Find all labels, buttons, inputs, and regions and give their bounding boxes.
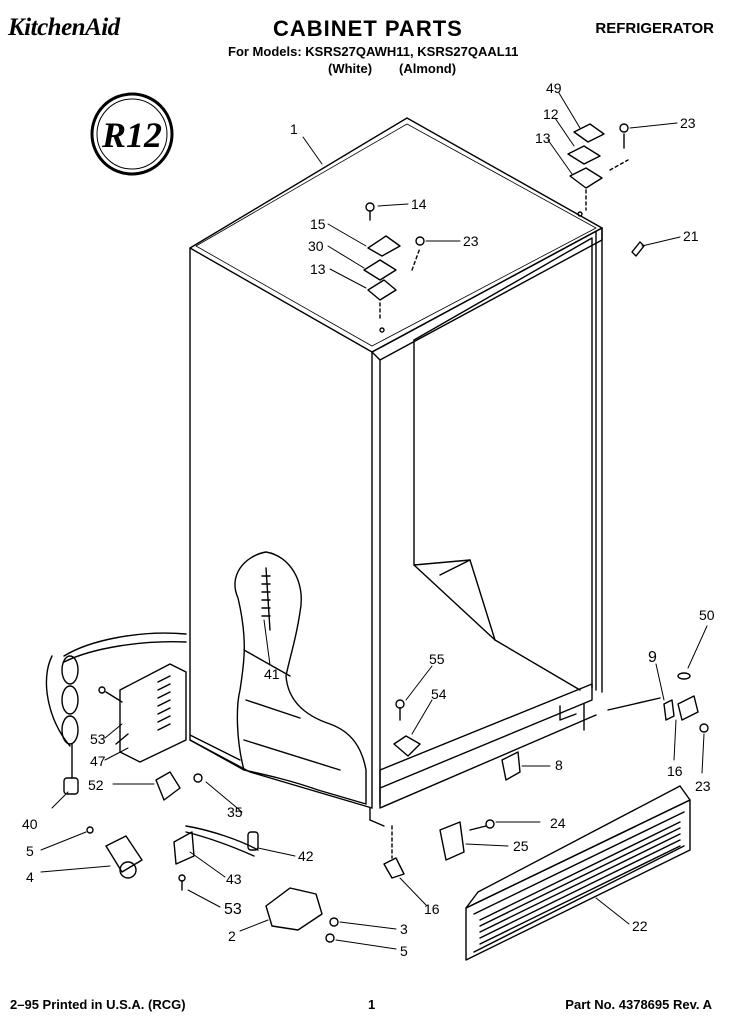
callout-5-right: 5 [400,943,408,959]
center-bottom-parts [383,699,521,879]
callout-12: 12 [543,106,559,122]
models-line: For Models: KSRS27QAWH11, KSRS27QAAL11 [228,44,519,59]
callout-25: 25 [513,838,529,854]
callout-50: 50 [699,607,715,623]
center-leaders [399,665,630,925]
callout-24: 24 [550,815,566,831]
callout-1: 1 [290,121,298,137]
callout-43: 43 [226,871,242,887]
appliance-type: REFRIGERATOR [595,20,714,37]
callout-53-lower: 53 [224,901,242,918]
callout-53-upper: 53 [90,731,106,747]
callout-4: 4 [26,869,34,885]
callout-42: 42 [298,848,314,864]
footer-part-number: Part No. 4378695 Rev. A [565,997,712,1012]
toe-grille [465,785,691,961]
callout-23-top-right: 23 [680,115,696,131]
callout-49: 49 [546,80,562,96]
badge-text: R12 [101,115,162,155]
callout-13-top-right: 13 [535,130,551,146]
variant-white: (White) [328,61,373,76]
callout-14: 14 [411,196,427,212]
footer-page-number: 1 [368,997,376,1012]
callout-16-right: 16 [667,763,683,779]
page-title: CABINET PARTS [273,16,463,41]
lower-leaders [40,619,397,950]
lower-left-parts [86,771,339,943]
callout-55: 55 [429,651,445,667]
upper-left-hinge [363,202,425,333]
callout-8: 8 [555,757,563,773]
compressor-cover [45,632,187,795]
leader-lines-upper [302,92,681,289]
callout-16-center: 16 [424,901,440,917]
callout-23-top-center: 23 [463,233,479,249]
callout-47: 47 [90,753,106,769]
callout-21: 21 [683,228,699,244]
callout-30: 30 [308,238,324,254]
cabinet-shell [189,117,603,827]
brand-logo: KitchenAid [8,14,120,41]
r12-badge [90,92,174,176]
callout-2: 2 [228,928,236,944]
variant-almond: (Almond) [399,61,457,76]
callout-5-left: 5 [26,843,34,859]
callout-3: 3 [400,921,408,937]
callout-41: 41 [264,666,280,682]
callout-54: 54 [431,686,447,702]
right-side-parts [607,672,709,733]
callout-52: 52 [88,777,104,793]
callout-9: 9 [648,649,657,666]
callout-23-right: 23 [695,778,711,794]
callout-35: 35 [227,804,243,820]
footer-print-info: 2–95 Printed in U.S.A. (RCG) [10,997,186,1012]
callout-15: 15 [310,216,326,232]
right-leaders [655,625,708,774]
callout-13-top-center: 13 [310,261,326,277]
callout-labels: 1 49 12 23 13 21 14 15 23 30 13 41 50 9 … [22,80,715,959]
callout-40: 40 [22,816,38,832]
upper-right-hinge [567,123,645,257]
callout-22: 22 [632,918,648,934]
